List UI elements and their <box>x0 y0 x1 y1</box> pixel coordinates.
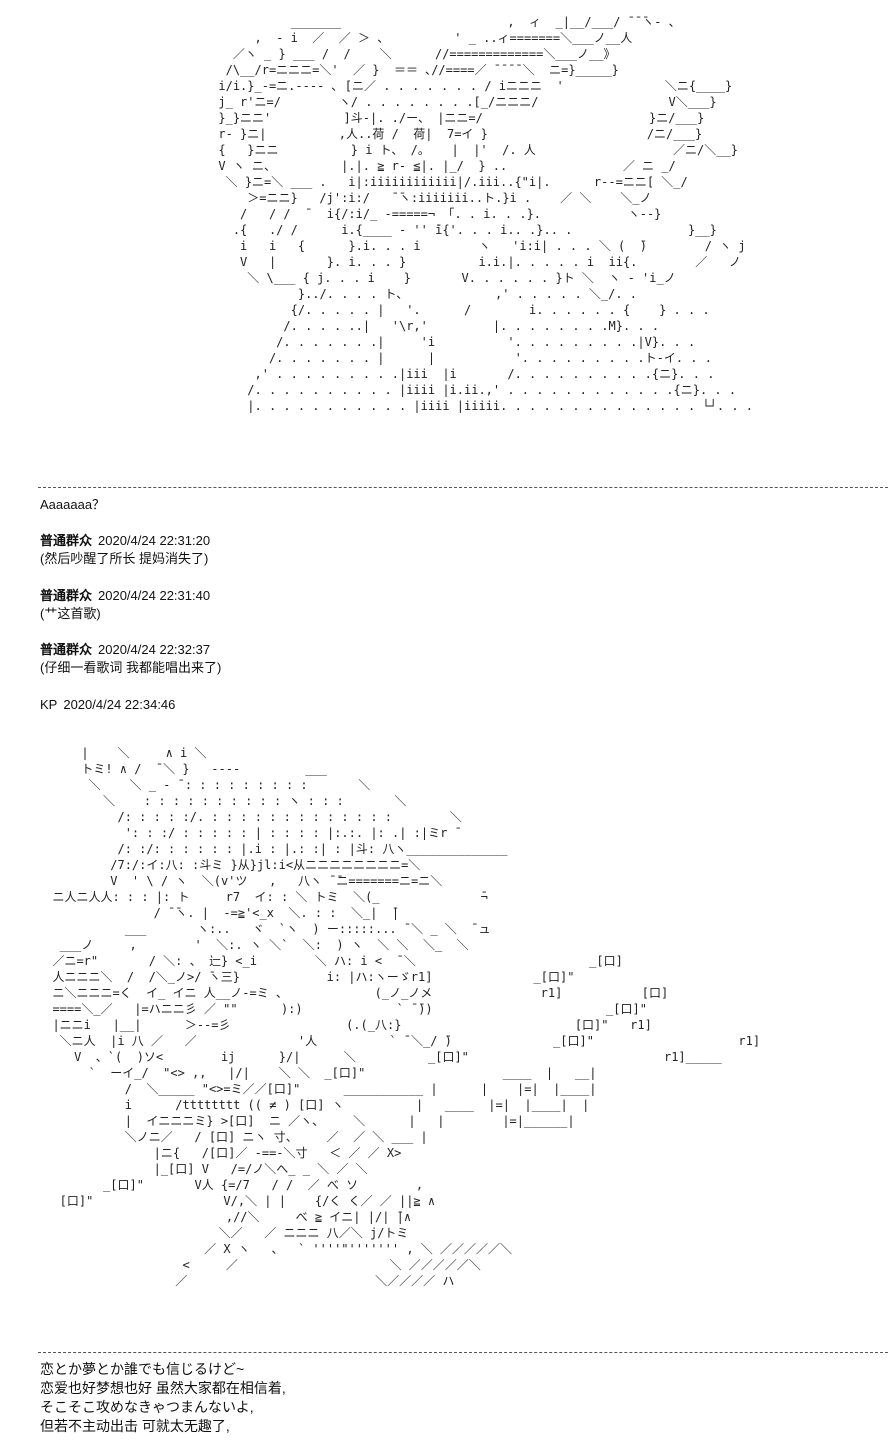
post-header: KP 2020/4/24 22:34:46 <box>40 696 175 714</box>
post-header: 普通群众 2020/4/24 22:31:20 <box>40 532 210 550</box>
lyric-line: 但若不主动出击 可就太无趣了, <box>40 1418 230 1434</box>
post-text: (仔细一看歌词 我都能唱出来了) <box>40 660 222 675</box>
lyric-line: そこそこ攻めなきゃつまんないよ, <box>40 1399 254 1415</box>
poster-name: 普通群众 <box>40 642 93 657</box>
ascii-art-character-with-ribbon: _______ , ィ _|__/___/ ̄ ̄ ̄ヽ- 、 , - i ／ … <box>218 15 753 413</box>
lyrics-block: 恋とか夢とか誰でも信じるけど~ 恋爱也好梦想也好 虽然大家都在相信着, そこそこ… <box>40 1360 286 1436</box>
post-timestamp: 2020/4/24 22:34:46 <box>63 697 176 712</box>
post-timestamp: 2020/4/24 22:31:40 <box>98 588 211 603</box>
post-text: (然后吵醒了所长 提妈消失了) <box>40 551 209 566</box>
divider <box>38 1352 888 1353</box>
divider <box>38 487 888 488</box>
post-header: 普通群众 2020/4/24 22:31:40 <box>40 587 210 605</box>
poster-name: 普通群众 <box>40 533 93 548</box>
post-timestamp: 2020/4/24 22:32:37 <box>98 642 211 657</box>
post-text: Aaaaaaa？ <box>40 497 106 512</box>
poster-name: KP <box>40 697 58 712</box>
ascii-art-character-with-weapons: | ＼ ∧ i ＼ トミ! ∧ / ̄ ＼ } ---- ___ ＼ ＼ _ -… <box>52 746 761 1288</box>
lyric-line: 恋とか夢とか誰でも信じるけど~ <box>40 1361 245 1377</box>
post-header: 普通群众 2020/4/24 22:32:37 <box>40 641 210 659</box>
post-timestamp: 2020/4/24 22:31:20 <box>98 533 211 548</box>
lyric-line: 恋爱也好梦想也好 虽然大家都在相信着, <box>40 1380 286 1396</box>
post-text: (艹这首歌) <box>40 606 101 621</box>
poster-name: 普通群众 <box>40 588 93 603</box>
